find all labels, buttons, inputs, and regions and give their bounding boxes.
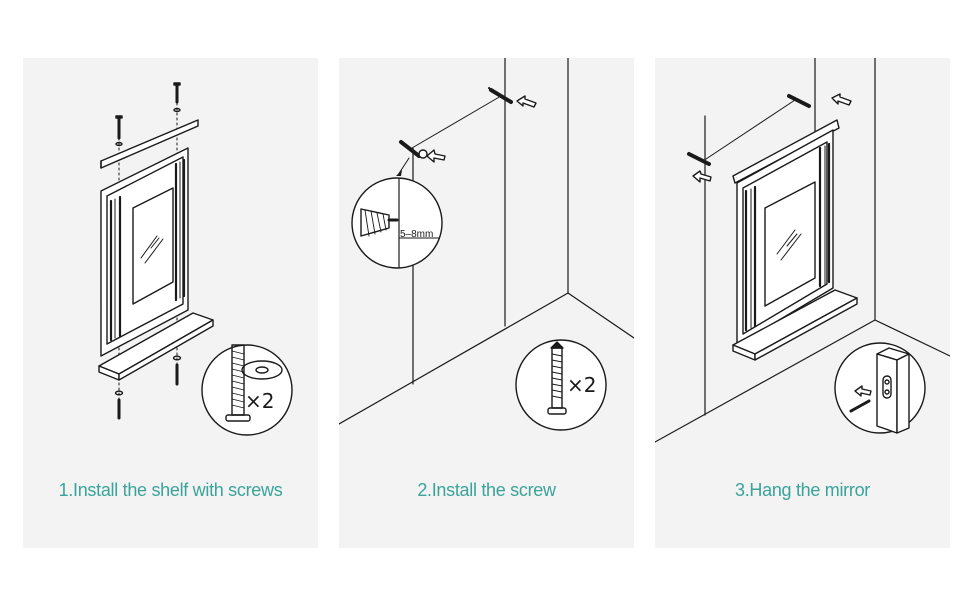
level-line [702, 99, 796, 162]
step-2-caption: 2.Install the screw [417, 480, 556, 500]
step-2-illustration: 5–8mm ×2 [339, 58, 634, 431]
hardware-badge [201, 344, 293, 436]
step-2-panel: 5–8mm ×2 2.Install the screw [339, 58, 634, 548]
bottom-shelf [98, 312, 214, 381]
top-rail [100, 119, 199, 169]
step-1-illustration: ×2 [98, 82, 293, 436]
arrow-left-icon [426, 149, 446, 163]
wall-corner [339, 58, 634, 425]
screw-top-right-icon [173, 82, 181, 113]
screw-left-icon [687, 152, 711, 166]
screw-bottom-left-icon [114, 390, 124, 420]
detail-leader [397, 157, 410, 176]
hardware-badge [515, 339, 607, 431]
step-1-caption: 1.Install the shelf with screws [58, 480, 283, 500]
screw-top-left-icon [115, 115, 123, 147]
step-3-panel: 3.Hang the mirror [655, 58, 950, 548]
wall-corner [655, 58, 950, 443]
long-screw-icon [225, 344, 251, 422]
detail-magnifier [351, 177, 443, 269]
arrow-right-icon [831, 93, 852, 106]
keyhole-slot-icon [882, 375, 892, 399]
step-3-illustration [655, 58, 950, 443]
quantity-label: ×2 [245, 389, 274, 413]
step-1-panel: ×2 1.Install the shelf with screws [23, 58, 318, 548]
depth-label: 5–8mm [400, 229, 433, 240]
screw-bottom-right-icon [172, 355, 182, 386]
mirror-frame-icon [100, 147, 189, 357]
arrow-in-icon [854, 385, 872, 397]
screw-right-icon [488, 87, 513, 104]
screw-icon [547, 341, 567, 415]
screw-icon [849, 399, 871, 413]
wall-anchor-icon [360, 208, 399, 237]
mounted-mirror-icon [732, 119, 858, 361]
arrow-left-icon [692, 170, 712, 183]
quantity-label: ×2 [567, 373, 596, 397]
drill-guide-line [411, 95, 502, 149]
washer-icon [241, 360, 283, 380]
screw-left-icon [399, 140, 428, 159]
step-3-caption: 3.Hang the mirror [735, 480, 870, 500]
screw-right-icon [787, 94, 811, 108]
hanging-bracket-detail [834, 342, 926, 434]
arrow-right-icon [516, 95, 537, 108]
